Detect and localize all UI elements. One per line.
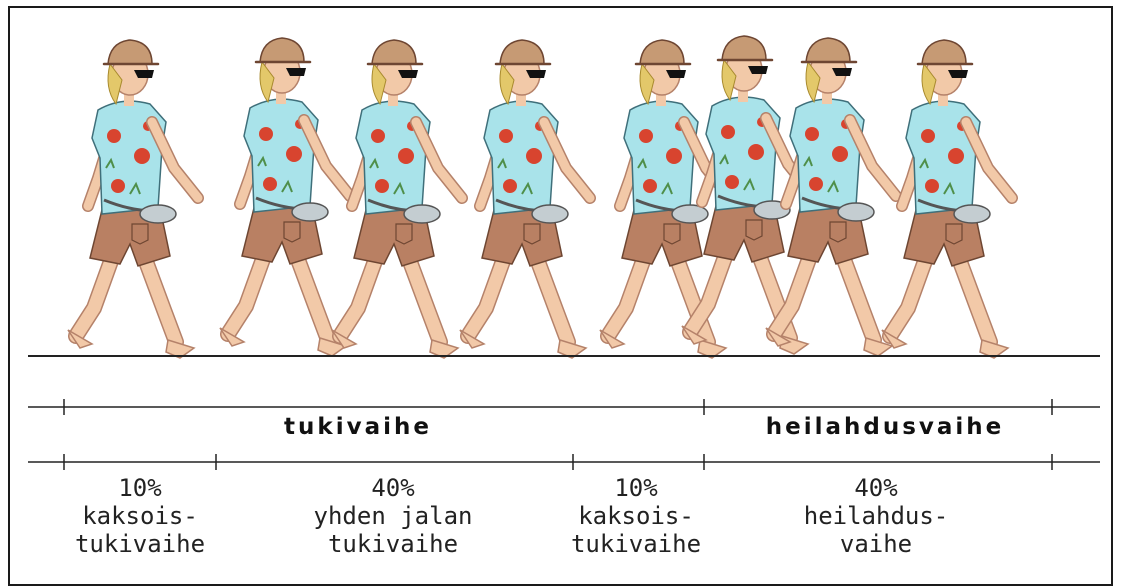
subphase-line1: kaksois- bbox=[75, 502, 205, 530]
subphase-line2: tukivaihe bbox=[571, 530, 701, 558]
subphase-line1: kaksois- bbox=[571, 502, 701, 530]
subphase-percent: 40% bbox=[314, 474, 473, 502]
subphase-line2: vaihe bbox=[804, 530, 949, 558]
subphase-label-2: 40% yhden jalan tukivaihe bbox=[314, 474, 473, 558]
subphase-label-3: 10% kaksois- tukivaihe bbox=[571, 474, 701, 558]
subphase-line2: tukivaihe bbox=[75, 530, 205, 558]
subphase-percent: 10% bbox=[75, 474, 205, 502]
swing-phase-label: heilahdusvaihe bbox=[766, 414, 1005, 440]
subphase-line2: tukivaihe bbox=[314, 530, 473, 558]
subphase-line1: heilahdus- bbox=[804, 502, 949, 530]
support-phase-label: tukivaihe bbox=[284, 414, 432, 440]
subphase-label-1: 10% kaksois- tukivaihe bbox=[75, 474, 205, 558]
subphase-percent: 10% bbox=[571, 474, 701, 502]
subphase-percent: 40% bbox=[804, 474, 949, 502]
subphase-line1: yhden jalan bbox=[314, 502, 473, 530]
subphase-label-4: 40% heilahdus- vaihe bbox=[804, 474, 949, 558]
